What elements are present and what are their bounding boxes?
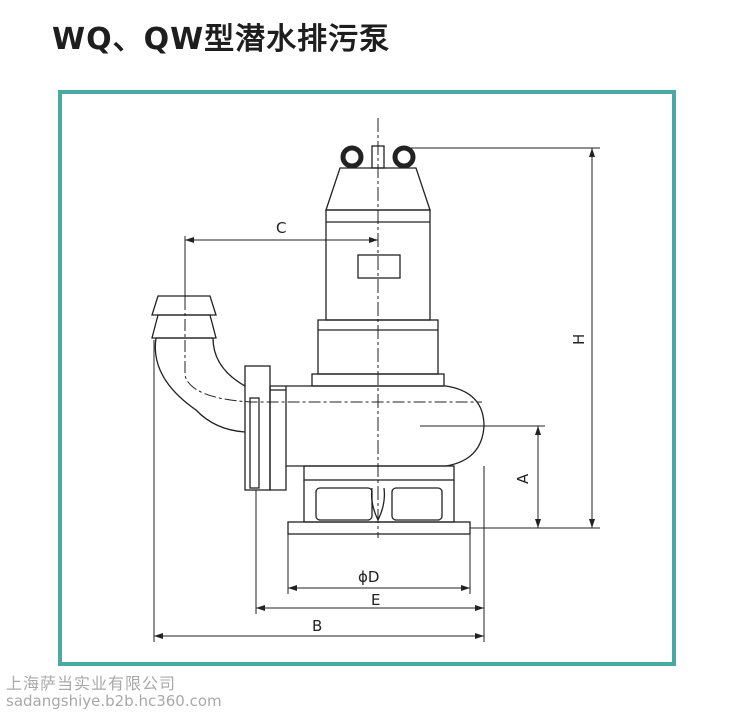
dim-label-d: ϕD bbox=[358, 568, 379, 586]
dim-label-b: B bbox=[312, 617, 322, 635]
elbow-outer bbox=[154, 337, 246, 433]
base-rib bbox=[370, 487, 386, 522]
base-window-right bbox=[391, 487, 443, 521]
hose-barb-top bbox=[151, 295, 217, 316]
hose-barb-bottom bbox=[151, 314, 217, 339]
drawing-frame bbox=[58, 90, 676, 666]
base-window-left bbox=[315, 487, 373, 521]
dim-label-a: A bbox=[514, 473, 532, 484]
lifting-lug-right bbox=[392, 145, 416, 169]
nameplate bbox=[357, 254, 401, 279]
dim-label-c: C bbox=[276, 219, 286, 237]
base-plate bbox=[287, 521, 471, 535]
lifting-lug-left bbox=[340, 145, 364, 169]
dim-label-e: E bbox=[371, 591, 380, 609]
flange-bolt-strip bbox=[249, 397, 260, 489]
watermark-company: 上海萨当实业有限公司 bbox=[6, 674, 177, 693]
volute-casing bbox=[270, 385, 485, 467]
dim-label-h: H bbox=[570, 334, 588, 345]
watermark-site: sadangshiye.b2b.hc360.com bbox=[6, 692, 222, 710]
outlet-centerline bbox=[184, 298, 482, 403]
base-top bbox=[303, 465, 455, 481]
page-title: WQ、QW型潜水排污泵 bbox=[52, 22, 391, 57]
base-legs bbox=[303, 480, 455, 523]
elbow-inner bbox=[212, 337, 246, 387]
discharge-flange bbox=[244, 365, 271, 491]
